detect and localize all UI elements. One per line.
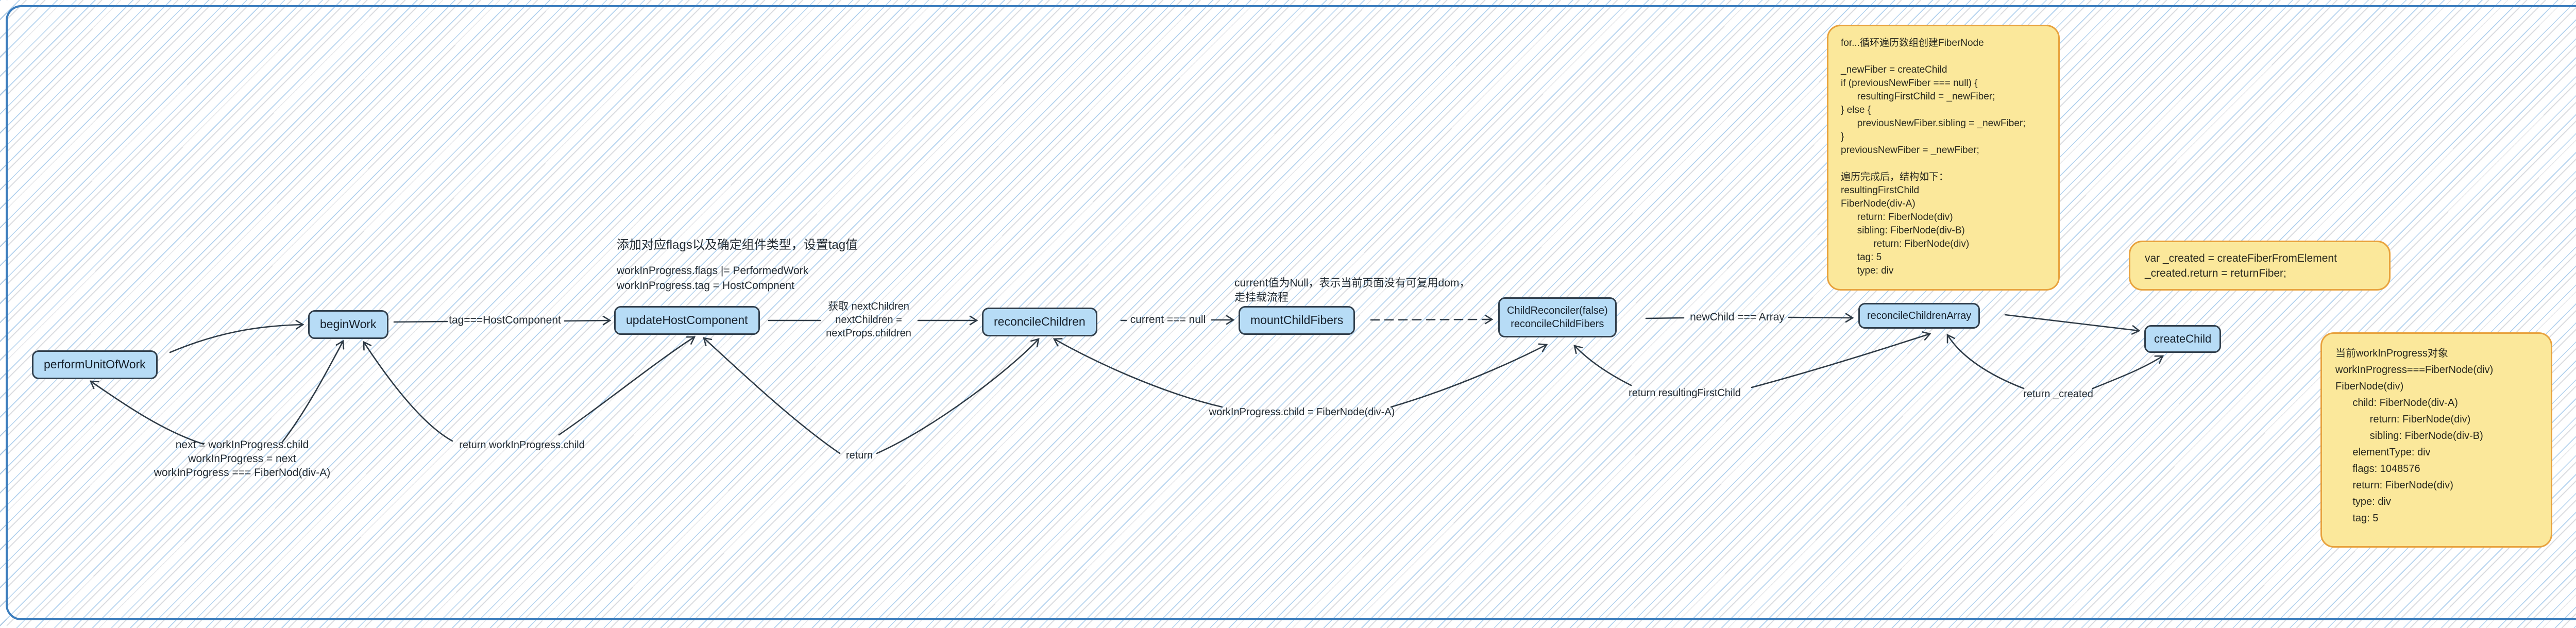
edge-wipchild-to-reconcilechildren [1053,338,1223,408]
edge-label-wip-child-assign: workInProgress.child = FiberNode(div-A) [1209,406,1395,418]
edge-array-to-createchild [2004,314,2141,335]
node-reconcile-children[interactable]: reconcileChildren [982,308,1097,336]
return-arrows [89,331,2164,454]
edge-perform-to-beginwork [169,319,304,353]
edge-label-current-null: current === null [1130,314,1206,326]
edge-mount-to-childreconciler-dashed [1370,314,1494,325]
edge-label-return: return [845,450,873,461]
node-update-host-component[interactable]: updateHostComponent [614,306,760,335]
edge-label-tag-hostcomponent: tag===HostComponent [449,314,561,326]
edge-created-to-array [1946,333,2025,389]
annotation-flags-line2: workInProgress.tag = HostCompnent [617,280,794,292]
edge-childreconciler-to-array-right [1788,313,1854,323]
edge-label-return-resulting-first-child: return resultingFirstChild [1629,387,1741,399]
node-create-child[interactable]: createChild [2144,325,2222,353]
annotation-flags-title: 添加对应flags以及确定组件类型，设置tag值 [617,238,858,252]
edge-beginwork-to-update-left [393,320,448,323]
edge-beginwork-to-update-right [564,315,612,326]
edge-created-to-createchild [2092,355,2164,389]
edge-return-to-update [703,337,841,454]
edge-label-next-assign: next = workInProgress.child workInProgre… [154,439,331,479]
edge-next-to-beginwork [281,340,345,443]
node-child-reconciler[interactable]: ChildReconciler(false) reconcileChildFib… [1498,297,1617,337]
edge-returnchild-to-beginwork [363,341,453,442]
node-mount-child-fibers[interactable]: mountChildFibers [1239,306,1355,335]
note-for-loop-create-fibernode[interactable]: for...循环遍历数组创建FiberNode _newFiber = crea… [1827,25,2060,291]
edge-label-return-created: return _created [2023,388,2093,400]
edge-resulting-to-array [1751,331,1931,388]
note-create-fiber-from-element[interactable]: var _created = createFiberFromElement _c… [2129,241,2391,291]
node-perform-unit-of-work[interactable]: performUnitOfWork [32,350,158,379]
edge-return-to-reconcilechildren [876,338,1040,454]
flow-arrows [169,313,2141,353]
edge-label-return-wip-child: return workInProgress.child [459,439,585,451]
edge-wipchild-to-childreconciler [1390,343,1548,408]
edge-label-get-next-children: 获取 nextChildren nextChildren = nextProps… [826,301,911,339]
node-reconcile-children-array[interactable]: reconcileChildrenArray [1858,303,1980,329]
edge-resulting-to-childreconciler [1573,345,1632,386]
node-begin-work[interactable]: beginWork [308,310,388,339]
edge-next-to-perform [89,380,205,445]
edge-label-newchild-array: newChild === Array [1690,311,1785,323]
edge-returnchild-to-update [558,336,696,436]
annotation-flags-line1: workInProgress.flags |= PerformedWork [617,265,809,277]
annotation-current-null-note: current值为Null，表示当前页面没有可复用dom， 走挂载流程 [1234,277,1470,303]
note-current-workinprogress[interactable]: 当前workInProgress对象 workInProgress===Fibe… [2320,332,2552,548]
